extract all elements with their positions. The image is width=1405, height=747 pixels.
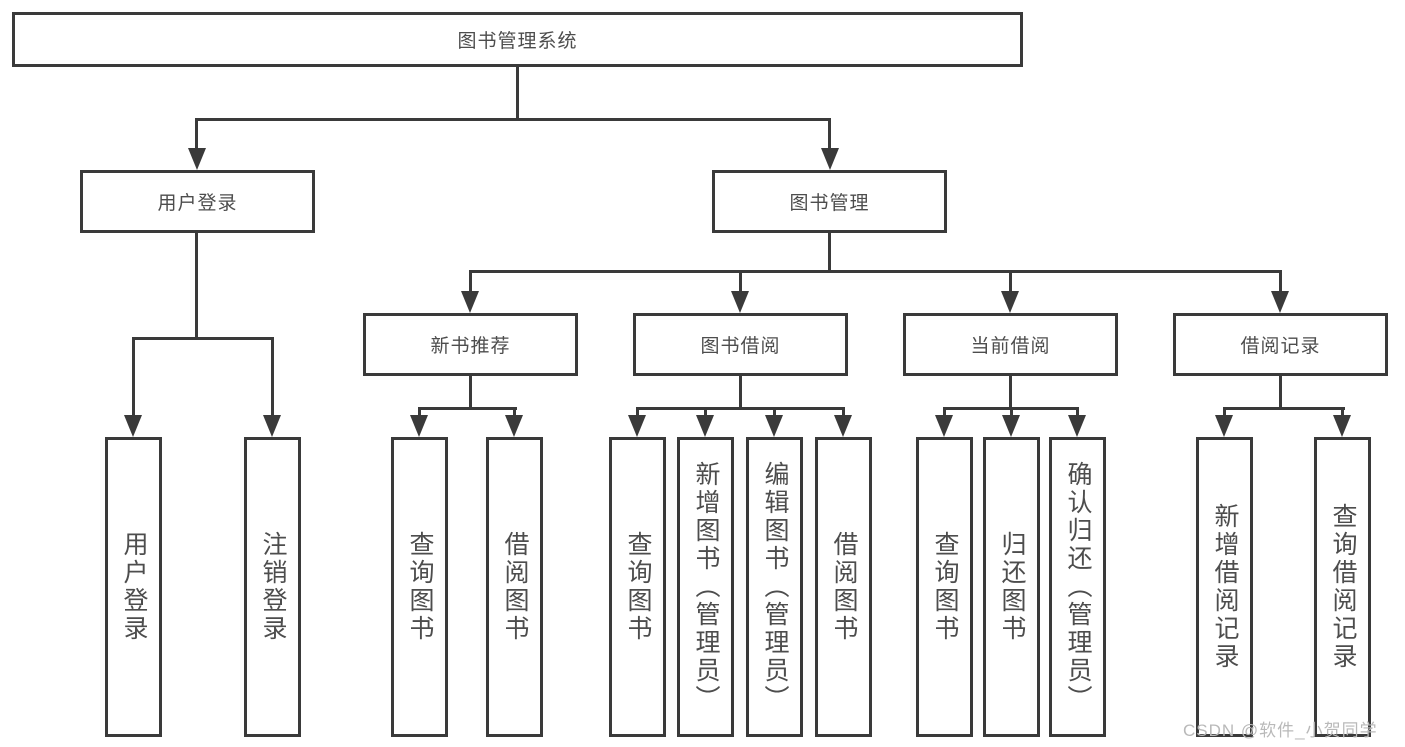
node-user-login: 用户登录 [80,170,315,233]
arrowhead-down-icon [696,415,714,437]
node-label: 当前借阅 [970,336,1051,357]
connector-line [195,233,198,337]
connector-line [1009,270,1012,293]
node-label: 新增借阅记录 [1211,503,1239,671]
node-label: 用户登录 [157,193,238,214]
node-label: 新增图书（管理员） [692,461,720,713]
leaf-query-books-borrowing: 查询图书 [609,437,666,737]
arrowhead-down-icon [1068,415,1086,437]
connector-line [773,407,776,417]
node-label: 图书借阅 [700,336,781,357]
leaf-add-borrow-record: 新增借阅记录 [1196,437,1253,737]
connector-line [1009,376,1012,407]
connector-line [1010,407,1013,417]
arrowhead-down-icon [1002,415,1020,437]
arrowhead-down-icon [1271,291,1289,313]
connector-line [418,407,421,417]
arrowhead-down-icon [188,148,206,170]
node-new-book-recommendation: 新书推荐 [363,313,578,376]
leaf-confirm-return-admin: 确认归还（管理员） [1049,437,1106,737]
connector-line [636,407,639,417]
node-label: 查询图书 [624,531,652,643]
node-label: 查询图书 [931,531,959,643]
node-label: 确认归还（管理员） [1064,461,1092,713]
connector-line [132,337,135,417]
node-label: 借阅图书 [830,531,858,643]
leaf-borrow-books-borrowing: 借阅图书 [815,437,872,737]
leaf-user-login: 用户登录 [105,437,162,737]
node-library-management-system: 图书管理系统 [12,12,1023,67]
watermark-text: CSDN @软件_小贺同学 [1183,721,1378,740]
arrowhead-down-icon [263,415,281,437]
arrowhead-down-icon [1333,415,1351,437]
connector-line [469,270,472,293]
node-label: 归还图书 [998,531,1026,643]
node-borrowing-records: 借阅记录 [1173,313,1388,376]
connector-line [943,407,946,417]
connector-line [1279,270,1282,293]
node-current-borrowing: 当前借阅 [903,313,1118,376]
node-label: 图书管理 [789,193,870,214]
leaf-return-book: 归还图书 [983,437,1040,737]
connector-line [195,118,198,150]
connector-line [828,118,831,150]
leaf-query-books-recommend: 查询图书 [391,437,448,737]
connector-line [1279,376,1282,407]
arrowhead-down-icon [628,415,646,437]
arrowhead-down-icon [834,415,852,437]
connector-line [513,407,516,417]
connector-line [828,233,831,270]
connector-line [271,337,274,417]
node-label: 新书推荐 [430,336,511,357]
connector-line [469,376,472,407]
connector-line [636,407,845,410]
node-label: 借阅图书 [501,531,529,643]
node-label: 查询借阅记录 [1329,503,1357,671]
connector-line [469,270,1282,273]
leaf-query-borrow-record: 查询借阅记录 [1314,437,1371,737]
connector-line [704,407,707,417]
connector-line [1341,407,1344,417]
node-label: 编辑图书（管理员） [761,461,789,713]
arrowhead-down-icon [935,415,953,437]
arrowhead-down-icon [731,291,749,313]
node-book-borrowing: 图书借阅 [633,313,848,376]
leaf-edit-book-admin: 编辑图书（管理员） [746,437,803,737]
arrowhead-down-icon [765,415,783,437]
leaf-borrow-books-recommend: 借阅图书 [486,437,543,737]
arrowhead-down-icon [821,148,839,170]
node-label: 借阅记录 [1240,336,1321,357]
node-label: 查询图书 [406,531,434,643]
connector-line [1076,407,1079,417]
connector-line [739,376,742,407]
leaf-query-books-current: 查询图书 [916,437,973,737]
connector-line [516,67,519,118]
arrowhead-down-icon [124,415,142,437]
node-label: 图书管理系统 [457,31,578,52]
connector-line [1223,407,1345,410]
connector-line [739,270,742,293]
arrowhead-down-icon [505,415,523,437]
arrowhead-down-icon [461,291,479,313]
node-book-management: 图书管理 [712,170,947,233]
connector-line [842,407,845,417]
leaf-add-book-admin: 新增图书（管理员） [677,437,734,737]
connector-line [418,407,517,410]
node-label: 用户登录 [120,531,148,643]
arrowhead-down-icon [1001,291,1019,313]
connector-line [1223,407,1226,417]
arrowhead-down-icon [410,415,428,437]
node-label: 注销登录 [259,531,287,643]
leaf-logout: 注销登录 [244,437,301,737]
arrowhead-down-icon [1215,415,1233,437]
connector-line [132,337,274,340]
connector-line [195,118,831,121]
